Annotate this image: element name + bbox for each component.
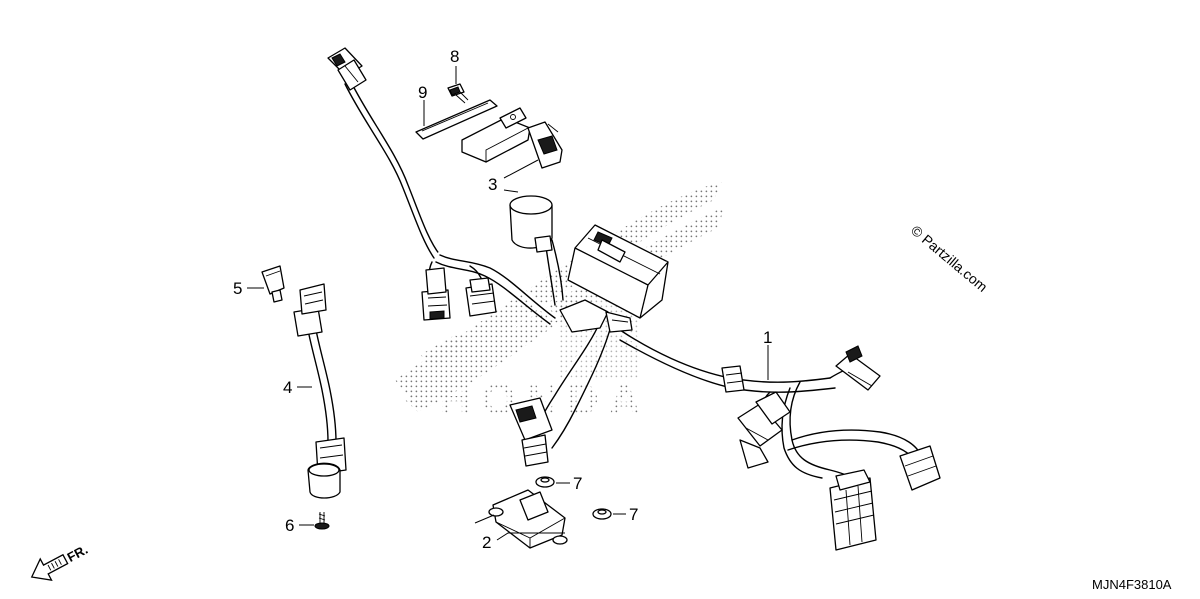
callout-leaders — [247, 66, 769, 541]
callout-1[interactable]: 1 — [763, 328, 772, 347]
bracket-3[interactable] — [461, 107, 563, 169]
washer-7a[interactable] — [535, 476, 555, 488]
callout-5[interactable]: 5 — [233, 279, 242, 298]
clip-5[interactable] — [261, 265, 285, 303]
harness-connector-left-2[interactable] — [465, 277, 497, 317]
direction-label: FR. — [65, 542, 91, 565]
relay-cylinder[interactable] — [509, 195, 564, 306]
harness-connector-right-small[interactable] — [899, 445, 941, 491]
harness-connector-right-top[interactable] — [835, 345, 881, 391]
harness-connector-bottom[interactable] — [509, 397, 553, 467]
copyright-text: © Partzilla.com — [908, 222, 991, 295]
washer-7b[interactable] — [592, 508, 612, 520]
callout-7b[interactable]: 7 — [629, 505, 638, 524]
front-direction-arrow-icon: FR. — [30, 542, 91, 581]
sensor-lead-4[interactable] — [293, 283, 347, 499]
callout-6[interactable]: 6 — [285, 516, 294, 535]
callout-8[interactable]: 8 — [450, 47, 459, 66]
sensor-2[interactable] — [488, 489, 568, 549]
callout-3[interactable]: 3 — [488, 175, 497, 194]
callout-7a[interactable]: 7 — [573, 474, 582, 493]
diagram-code: MJN4F3810A — [1092, 577, 1172, 592]
band-strap-9[interactable] — [415, 99, 498, 140]
callout-4[interactable]: 4 — [283, 378, 292, 397]
screw-6[interactable] — [314, 512, 330, 530]
harness-connector-left[interactable] — [421, 267, 451, 321]
callout-2[interactable]: 2 — [482, 533, 491, 552]
harness-connector-right-large[interactable] — [829, 469, 877, 551]
control-module[interactable] — [559, 224, 669, 333]
harness-connector-right-mid[interactable] — [737, 391, 791, 469]
callout-9[interactable]: 9 — [418, 83, 427, 102]
harness-connector-top[interactable] — [327, 47, 367, 91]
bolt-8[interactable] — [447, 83, 469, 104]
